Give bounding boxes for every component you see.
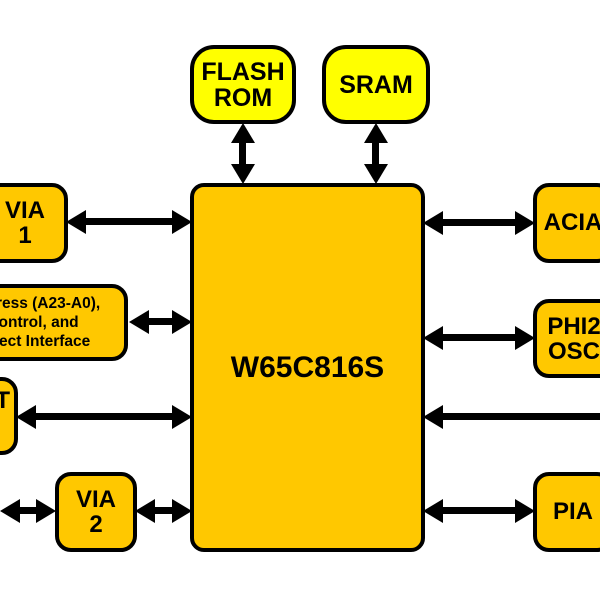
phi2-osc-box: PHI2 OSC — [533, 299, 600, 378]
pia-box: PIA — [533, 472, 600, 552]
left-cutoff-cpu-arrow — [16, 405, 192, 429]
arrow-right-icon — [172, 405, 192, 429]
arrow-left-icon — [16, 405, 36, 429]
via2-cpu-arrow — [135, 499, 192, 523]
sram-label: SRAM — [339, 70, 413, 99]
flash-rom-box: FLASH ROM — [190, 45, 296, 124]
cpu-box: W65C816S — [190, 183, 425, 552]
arrow-right-icon — [172, 310, 192, 334]
via2-box: VIA 2 — [55, 472, 137, 552]
arrow-right-icon — [172, 210, 192, 234]
acia-label: ACIA — [543, 209, 600, 236]
phi2-osc-label: PHI2 OSC — [547, 312, 600, 365]
arrow-left-icon — [423, 211, 443, 235]
address-interface-label: Address (A23-A0), Control, and Select In… — [0, 295, 101, 350]
cpu-label: W65C816S — [230, 350, 385, 384]
address-interface-cpu-arrow — [129, 310, 192, 334]
address-interface-box: Address (A23-A0), Control, and Select In… — [0, 284, 128, 361]
acia-box: ACIA — [533, 183, 600, 263]
arrow-down-icon — [364, 164, 388, 184]
arrow-right-icon — [172, 499, 192, 523]
arrow-down-icon — [231, 164, 255, 184]
arrow-left-icon — [423, 405, 443, 429]
arrow-up-icon — [364, 123, 388, 143]
via2-label: VIA 2 — [75, 486, 116, 538]
arrow-right-icon — [515, 499, 535, 523]
arrow-left-icon — [0, 499, 20, 523]
arrow-left-icon — [423, 326, 443, 350]
sram-cpu-arrow — [364, 123, 388, 184]
arrow-right-icon — [36, 499, 56, 523]
sram-box: SRAM — [322, 45, 430, 124]
cpu-pia-arrow — [423, 499, 535, 523]
flash-rom-cpu-arrow — [231, 123, 255, 184]
arrow-up-icon — [231, 123, 255, 143]
arrow-left-icon — [135, 499, 155, 523]
left-cutoff-label-fragment: T — [0, 387, 10, 414]
arrow-left-icon — [66, 210, 86, 234]
cpu-phi2-osc-arrow — [423, 326, 535, 350]
arrow-right-icon — [515, 326, 535, 350]
via1-label: VIA 1 — [4, 197, 45, 249]
via2-left-edge-arrow — [0, 499, 56, 523]
flash-rom-label: FLASH ROM — [201, 57, 285, 112]
pia-label: PIA — [552, 498, 593, 525]
cpu-right-edge-arrow — [423, 405, 600, 429]
cpu-acia-arrow — [423, 211, 535, 235]
arrow-left-icon — [423, 499, 443, 523]
arrow-left-icon — [129, 310, 149, 334]
arrow-right-icon — [515, 211, 535, 235]
via1-cpu-arrow — [66, 210, 192, 234]
via1-box: VIA 1 — [0, 183, 68, 263]
